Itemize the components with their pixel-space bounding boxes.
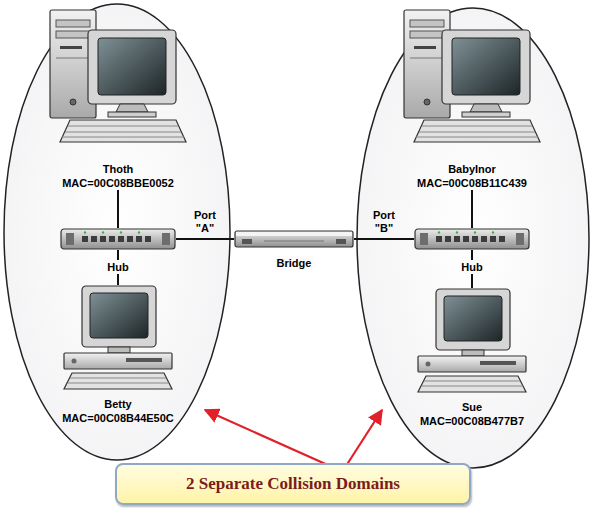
tower-computer-icon <box>404 10 540 142</box>
hub-icon <box>61 229 175 249</box>
desktop-computer-icon <box>418 289 526 392</box>
port-label: Port "A" <box>187 209 223 235</box>
tower-computer-icon <box>50 10 186 142</box>
tower-computer-icon <box>50 10 186 142</box>
hub-node: Hub <box>60 228 176 250</box>
hub-icon <box>415 229 529 249</box>
computer-node: BabyInorMAC=00C08B11C439 <box>402 8 542 190</box>
network-cable <box>176 238 234 240</box>
callout-text: 2 Separate Collision Domains <box>186 474 400 494</box>
pointer-arrow <box>205 410 330 466</box>
network-cable <box>471 190 473 228</box>
device-label: Hub <box>459 260 484 274</box>
network-cable <box>117 190 119 228</box>
bridge-icon <box>235 231 353 247</box>
hub-icon <box>415 229 529 249</box>
bridge-node: Bridge <box>234 230 354 248</box>
desktop-computer-icon <box>418 289 526 392</box>
mac-address: MAC=00C08B44E50C <box>62 411 174 425</box>
host-name: Betty <box>104 397 132 411</box>
computer-node: BettyMAC=00C08B44E50C <box>53 285 183 425</box>
host-name: Thoth <box>103 162 134 176</box>
pointer-arrow <box>205 410 382 466</box>
mac-address: MAC=00C08B477B7 <box>420 414 524 428</box>
device-label: Bridge <box>275 256 314 270</box>
bridge-icon <box>235 231 353 247</box>
computer-node: ThothMAC=00C08BBE0052 <box>48 8 188 190</box>
mac-address: MAC=00C08BBE0052 <box>62 176 174 190</box>
device-label: Hub <box>105 260 130 274</box>
desktop-computer-icon <box>64 286 172 389</box>
host-name: Sue <box>462 400 482 414</box>
tower-computer-icon <box>404 10 540 142</box>
port-label: Port "B" <box>366 209 402 235</box>
hub-icon <box>61 229 175 249</box>
collision-domain-ellipse <box>4 4 230 460</box>
mac-address: MAC=00C08B11C439 <box>417 176 527 190</box>
callout-box: 2 Separate Collision Domains <box>115 463 471 505</box>
hub-node: Hub <box>414 228 530 250</box>
collision-domain-ellipse <box>4 4 230 460</box>
computer-node: SueMAC=00C08B477B7 <box>407 288 537 428</box>
pointer-arrow <box>346 410 382 466</box>
host-name: BabyInor <box>448 162 496 176</box>
network-cable <box>354 238 414 240</box>
desktop-computer-icon <box>64 286 172 389</box>
